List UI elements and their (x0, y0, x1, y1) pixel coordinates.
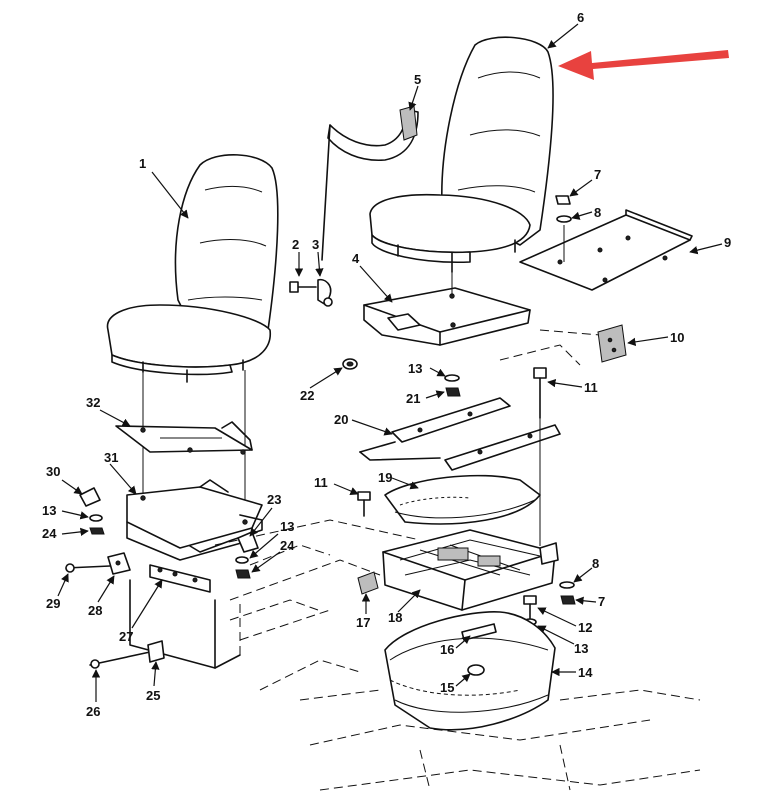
callout-13-right: 13 (574, 641, 588, 656)
top-nut (555, 195, 571, 205)
lower-latch-rod (89, 640, 165, 669)
callout-7-upper: 7 (594, 167, 601, 182)
suspension-mechanism (382, 529, 559, 611)
slide-washer (444, 374, 460, 382)
callout-14: 14 (578, 665, 593, 680)
callout-22: 22 (300, 388, 314, 403)
callout-24-left: 24 (42, 526, 57, 541)
callout-17: 17 (356, 615, 370, 630)
callout-28: 28 (88, 603, 102, 618)
callout-13-left: 13 (42, 503, 56, 518)
highlight-arrow (558, 50, 729, 80)
seat-belt-strap (321, 105, 419, 261)
right-washer (559, 581, 575, 589)
left-small-bracket (79, 487, 101, 507)
belt-anchor-bracket (317, 278, 333, 307)
callout-13-base: 13 (280, 519, 294, 534)
callout-5: 5 (414, 72, 421, 87)
slide-nut (445, 387, 461, 397)
callout-30: 30 (46, 464, 60, 479)
floor-plate (519, 209, 693, 291)
callout-25: 25 (146, 688, 160, 703)
tray-nut (467, 664, 485, 676)
callout-15: 15 (440, 680, 454, 695)
callout-labels: 1 2 3 4 5 6 7 8 9 10 11 13 21 22 20 11 1… (42, 10, 731, 719)
right-seat-assembly (369, 36, 554, 273)
latch-rod (65, 563, 111, 573)
callout-7-lower: 7 (598, 594, 605, 609)
seat-slide-rails (359, 397, 561, 471)
leader-lines (57, 23, 723, 702)
callout-20: 20 (334, 412, 348, 427)
left-nut (89, 527, 105, 535)
callout-23: 23 (267, 492, 281, 507)
adjust-knob (357, 571, 379, 595)
callout-8-lower: 8 (592, 556, 599, 571)
seat-mounting-plate (115, 421, 253, 455)
callout-26: 26 (86, 704, 100, 719)
latch-lever-bracket (107, 552, 131, 575)
callout-3: 3 (312, 237, 319, 252)
suspension-pad (384, 474, 541, 525)
left-seat-assembly (106, 154, 279, 520)
base-washer (235, 556, 249, 564)
callout-27: 27 (119, 629, 133, 644)
base-clip (237, 531, 259, 553)
callout-9: 9 (724, 235, 731, 250)
callout-2: 2 (292, 237, 299, 252)
callout-10: 10 (670, 330, 684, 345)
callout-21: 21 (406, 391, 420, 406)
callout-16: 16 (440, 642, 454, 657)
callout-4: 4 (352, 251, 360, 266)
callout-31: 31 (104, 450, 118, 465)
hinge-bracket (597, 324, 627, 363)
top-washer (556, 215, 572, 223)
callout-18: 18 (388, 610, 402, 625)
callout-24-base: 24 (280, 538, 295, 553)
base-bolt (523, 595, 537, 619)
cab-floor-structure (129, 329, 701, 791)
callout-12: 12 (578, 620, 592, 635)
callout-11-upper: 11 (584, 380, 598, 395)
seat-adapter-plate (363, 272, 531, 346)
callout-11-lower: 11 (314, 475, 328, 490)
callout-19: 19 (378, 470, 392, 485)
callout-1: 1 (139, 156, 146, 171)
base-nut (235, 569, 251, 579)
left-washer (89, 514, 103, 522)
mounting-screw (289, 281, 317, 293)
lower-bolt (357, 491, 371, 517)
callout-6: 6 (577, 10, 584, 25)
right-nut (560, 595, 576, 605)
upper-bolt (533, 367, 547, 419)
flange-nut (342, 358, 358, 370)
callout-32: 32 (86, 395, 100, 410)
callout-13-upper: 13 (408, 361, 422, 376)
left-slide-rail (149, 564, 211, 593)
callout-8-upper: 8 (594, 205, 601, 220)
callout-29: 29 (46, 596, 60, 611)
